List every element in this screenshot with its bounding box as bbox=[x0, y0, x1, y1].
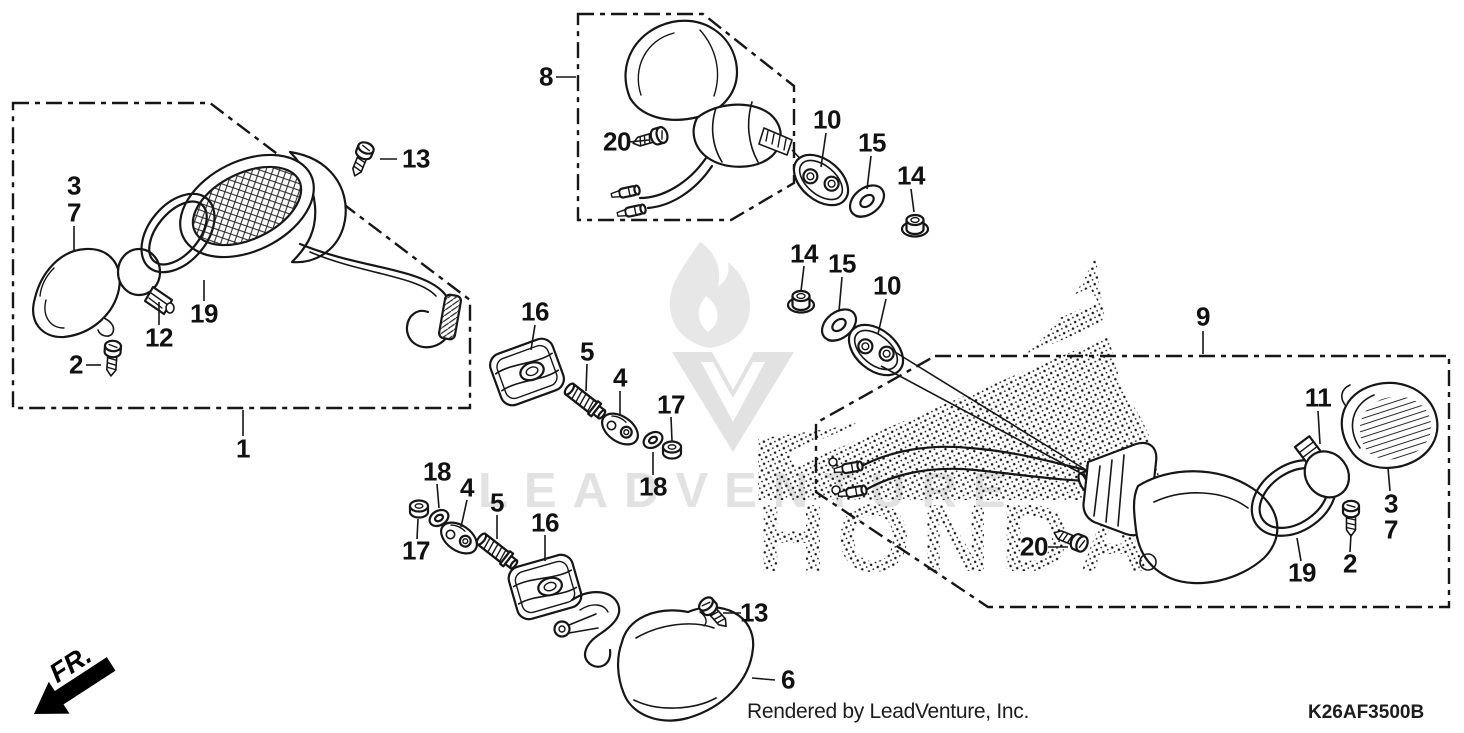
front-direction-indicator: FR. bbox=[34, 640, 116, 714]
assembly-8-winker-top bbox=[576, 12, 930, 238]
mount-hardware-lower-and-winker-6 bbox=[408, 499, 755, 722]
part-callout-10: 10 bbox=[873, 270, 901, 301]
part-callout-7: 7 bbox=[1384, 514, 1398, 545]
part-callout-17: 17 bbox=[657, 389, 685, 420]
part-callout-7: 7 bbox=[67, 197, 81, 228]
part-callout-5: 5 bbox=[580, 336, 594, 367]
part-callout-4: 4 bbox=[460, 472, 474, 503]
leader-lines bbox=[73, 76, 1391, 681]
part-callout-18: 18 bbox=[639, 471, 667, 502]
part-callout-3: 3 bbox=[67, 170, 81, 201]
part-callout-8: 8 bbox=[539, 61, 553, 92]
leadventure-watermark: LEADVENTURE bbox=[478, 242, 1006, 518]
part-callout-16: 16 bbox=[521, 296, 549, 327]
part-callout-18: 18 bbox=[423, 456, 451, 487]
part-callout-1: 1 bbox=[236, 433, 250, 464]
part-callout-12: 12 bbox=[145, 322, 173, 353]
part-callout-4: 4 bbox=[613, 362, 627, 393]
part-callout-3: 3 bbox=[1384, 488, 1398, 519]
flame-logo-watermark bbox=[669, 242, 750, 348]
part-callout-20: 20 bbox=[603, 126, 631, 157]
honda-dotted-watermark: HONDA bbox=[757, 256, 1159, 592]
part-callout-19: 19 bbox=[190, 298, 218, 329]
part-callout-15: 15 bbox=[858, 127, 886, 158]
front-arrow-icon bbox=[34, 657, 116, 714]
assembly-9-winker-right bbox=[814, 354, 1451, 609]
part-callout-10: 10 bbox=[813, 104, 841, 135]
part-callout-6: 6 bbox=[781, 664, 795, 695]
part-callout-14: 14 bbox=[897, 160, 925, 191]
part-callout-19: 19 bbox=[1288, 557, 1316, 588]
part-callout-17: 17 bbox=[402, 535, 430, 566]
part-callout-2: 2 bbox=[1343, 548, 1357, 579]
part-callout-2: 2 bbox=[69, 349, 83, 380]
part-callout-14: 14 bbox=[790, 238, 818, 269]
part-callout-15: 15 bbox=[828, 248, 856, 279]
part-callout-13: 13 bbox=[740, 597, 768, 628]
part-callout-11: 11 bbox=[1304, 382, 1332, 413]
grommet-hardware-row bbox=[786, 289, 1089, 478]
part-callout-13: 13 bbox=[402, 143, 430, 174]
part-callout-5: 5 bbox=[490, 487, 504, 518]
footer-credit: Rendered by LeadVenture, Inc. bbox=[747, 700, 1030, 723]
part-callout-20: 20 bbox=[1020, 531, 1048, 562]
diagram-code: K26AF3500B bbox=[1308, 702, 1425, 723]
part-callout-9: 9 bbox=[1196, 301, 1210, 332]
assembly-1-winker-left bbox=[11, 101, 472, 410]
part-callout-16: 16 bbox=[531, 507, 559, 538]
